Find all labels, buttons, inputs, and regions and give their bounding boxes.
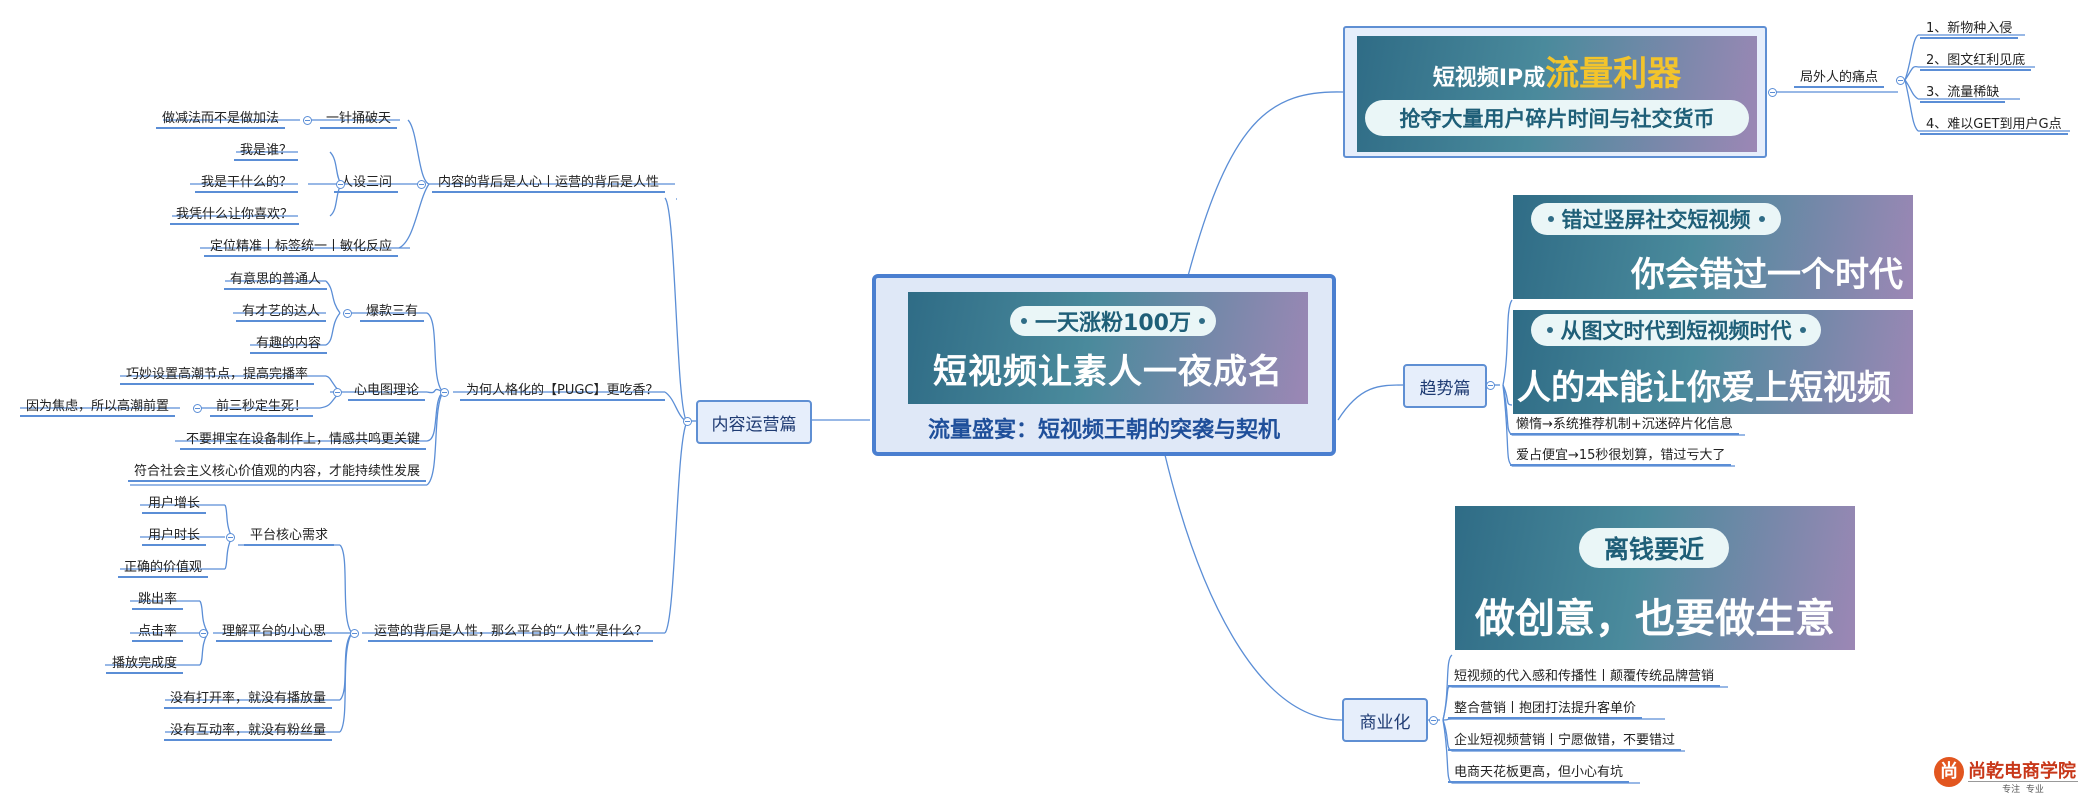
sub-label: 符合社会主义核心价值观的内容，才能持续性发展: [128, 464, 427, 482]
center-headline: 短视频让素人一夜成名: [933, 352, 1283, 392]
sub-label: 不要押宝在设备制作上，情感共鸣更关键: [180, 432, 427, 450]
logo-name: 尚乾电商学院: [1968, 761, 2076, 782]
sub-sub-label: 前三秒定生死！: [210, 399, 314, 417]
sub-label: 人设三问: [334, 175, 399, 193]
center-pill: 一天涨粉100万: [1010, 306, 1216, 336]
sub-label: 没有打开率，就没有播放量: [164, 691, 333, 709]
leaf-item: 有意思的普通人: [224, 272, 328, 290]
group-label: 为何人格化的【PUGC】更吃香？: [460, 383, 665, 401]
biz-banner: 离钱要近 做创意，也要做生意: [1455, 506, 1855, 650]
leaf-item: 2、图文红利见底: [1920, 53, 2032, 71]
center-pill-text: 一天涨粉100万: [1035, 311, 1191, 336]
trend-node[interactable]: 趋势篇: [1403, 364, 1487, 408]
leaf-item: 巧妙设置高潮节点，提高完播率: [120, 367, 315, 385]
collapse-toggle-icon[interactable]: [193, 404, 202, 413]
collapse-toggle-icon[interactable]: [1429, 716, 1438, 725]
sub-label: 定位精准丨标签统一丨敏化反应: [204, 239, 399, 257]
group-label: 内容的背后是人心丨运营的背后是人性: [432, 175, 666, 193]
collapse-toggle-icon[interactable]: [1768, 88, 1777, 97]
leaf-item: 有趣的内容: [250, 336, 328, 354]
collapse-toggle-icon[interactable]: [1896, 76, 1905, 85]
leaf-item: 1、新物种入侵: [1920, 21, 2019, 39]
leaf-item: 我是干什么的？: [195, 175, 299, 193]
sub-label: 平台核心需求: [244, 528, 335, 546]
center-node[interactable]: 一天涨粉100万 短视频让素人一夜成名 流量盛宴：短视频王朝的突袭与契机: [872, 274, 1336, 456]
leaf-item: 短视频的代入感和传播性丨颠覆传统品牌营销: [1448, 669, 1721, 687]
sub-label: 理解平台的小心思: [216, 624, 333, 642]
sub-label: 一针捅破天: [320, 111, 398, 129]
ip-title-b: 流量利器: [1545, 54, 1682, 94]
biz-banner-pill: 离钱要近: [1579, 528, 1729, 568]
leaf-item: 懒惰→系统推荐机制+沉迷碎片化信息: [1510, 417, 1739, 435]
biz-banner-headline: 做创意，也要做生意: [1475, 596, 1835, 642]
center-banner: 一天涨粉100万 短视频让素人一夜成名: [908, 292, 1308, 404]
brand-logo: 尚 尚乾电商学院 专注 专业: [1932, 753, 2082, 795]
logo-mark-icon: 尚: [1934, 757, 1964, 787]
trend-banner-2-pill: 从图文时代到短视频时代: [1531, 314, 1821, 346]
ip-title-a: 短视频IP成: [1432, 66, 1546, 91]
leaf-item: 整合营销丨抱团打法提升客单价: [1448, 701, 1643, 719]
trend-banner-2-headline: 人的本能让你爱上短视频: [1517, 368, 1891, 408]
logo-slogan: 专注 专业: [1968, 781, 2078, 795]
leaf-item: 用户增长: [142, 496, 207, 514]
leaf-item: 4、难以GET到用户G点: [1920, 117, 2068, 135]
collapse-toggle-icon[interactable]: [226, 533, 235, 542]
leaf-item: 有才艺的达人: [236, 304, 327, 322]
sub-label: 局外人的痛点: [1794, 70, 1885, 88]
leaf-item: 播放完成度: [106, 656, 184, 674]
trend-banner-1-headline: 你会错过一个时代: [1631, 255, 1903, 295]
collapse-toggle-icon[interactable]: [440, 388, 449, 397]
ip-node[interactable]: 短视频IP成流量利器 抢夺大量用户碎片时间与社交货币: [1343, 26, 1767, 158]
collapse-toggle-icon[interactable]: [683, 417, 692, 426]
leaf-item: 做减法而不是做加法: [156, 111, 286, 129]
collapse-toggle-icon[interactable]: [343, 309, 352, 318]
leaf-item: 点击率: [132, 624, 184, 642]
ip-banner: 短视频IP成流量利器 抢夺大量用户碎片时间与社交货币: [1357, 36, 1757, 152]
collapse-toggle-icon[interactable]: [1486, 381, 1495, 390]
leaf-item: 电商天花板更高，但小心有坑: [1448, 765, 1630, 783]
leaf-item: 我凭什么让你喜欢？: [170, 207, 300, 225]
collapse-toggle-icon[interactable]: [417, 180, 426, 189]
trend-banner-2: 从图文时代到短视频时代 人的本能让你爱上短视频: [1513, 310, 1913, 414]
leaf-item: 因为焦虑，所以高潮前置: [20, 399, 176, 417]
leaf-item: 企业短视频营销丨宁愿做错，不要错过: [1448, 733, 1682, 751]
trend-banner-1-pill-text: 错过竖屏社交短视频: [1561, 208, 1751, 232]
collapse-toggle-icon[interactable]: [350, 629, 359, 638]
collapse-toggle-icon[interactable]: [303, 116, 312, 125]
ip-title: 短视频IP成流量利器: [1357, 46, 1757, 95]
sub-label: 爆款三有: [360, 304, 425, 322]
leaf-item: 爱占便宜→15秒很划算，错过亏大了: [1510, 448, 1732, 466]
trend-banner-1: 错过竖屏社交短视频 你会错过一个时代: [1513, 195, 1913, 299]
sub-label: 没有互动率，就没有粉丝量: [164, 723, 333, 741]
business-node[interactable]: 商业化: [1342, 698, 1428, 742]
sub-label: 心电图理论: [348, 383, 426, 401]
trend-banner-1-pill: 错过竖屏社交短视频: [1531, 203, 1781, 235]
leaf-item: 我是谁？: [234, 143, 299, 161]
leaf-item: 跳出率: [132, 592, 184, 610]
content-operations-node[interactable]: 内容运营篇: [696, 400, 812, 444]
trend-banner-2-pill-text: 从图文时代到短视频时代: [1560, 319, 1792, 343]
group-label: 运营的背后是人性，那么平台的“人性”是什么？: [368, 624, 654, 642]
collapse-toggle-icon[interactable]: [199, 629, 208, 638]
leaf-item: 3、流量稀缺: [1920, 85, 2006, 103]
center-subtitle: 流量盛宴：短视频王朝的突袭与契机: [927, 418, 1280, 443]
leaf-item: 用户时长: [142, 528, 207, 546]
leaf-item: 正确的价值观: [118, 560, 209, 578]
ip-pill: 抢夺大量用户碎片时间与社交货币: [1365, 100, 1749, 136]
collapse-toggle-icon[interactable]: [333, 388, 342, 397]
collapse-toggle-icon[interactable]: [336, 180, 345, 189]
